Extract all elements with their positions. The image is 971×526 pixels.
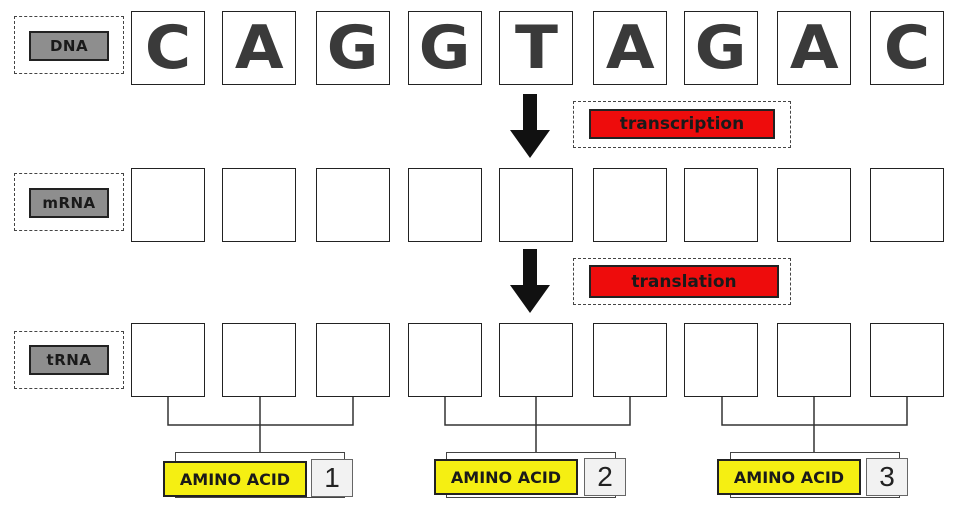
dna-row-label: DNA <box>29 31 109 61</box>
amino-acid-3-number: 3 <box>866 458 908 496</box>
dna-base-box: C <box>131 11 205 85</box>
dna-base-letter: A <box>234 13 284 83</box>
mrna-base-box <box>777 168 851 242</box>
mrna-base-box <box>684 168 758 242</box>
dna-base-letter: G <box>695 13 747 83</box>
down-arrow-icon <box>510 94 550 158</box>
trna-base-box <box>593 323 667 397</box>
mrna-base-box <box>499 168 573 242</box>
trna-base-box <box>870 323 944 397</box>
codon-2-bracket <box>444 397 631 458</box>
trna-base-box <box>499 323 573 397</box>
dna-base-box: G <box>684 11 758 85</box>
dna-label-frame <box>14 16 124 74</box>
amino-acid-3-label: AMINO ACID <box>717 459 861 495</box>
amino-acid-1-number: 1 <box>311 459 353 497</box>
dna-base-letter: A <box>605 13 655 83</box>
trna-base-box <box>131 323 205 397</box>
transcription-label-frame <box>573 101 791 148</box>
dna-base-box: A <box>777 11 851 85</box>
mrna-base-box <box>408 168 482 242</box>
dna-base-box: T <box>499 11 573 85</box>
codon-1-bracket <box>167 397 354 458</box>
amino-acid-2-label: AMINO ACID <box>434 459 578 495</box>
amino-acid-1-label: AMINO ACID <box>163 461 307 497</box>
trna-base-box <box>408 323 482 397</box>
dna-base-box: A <box>222 11 296 85</box>
dna-base-letter: C <box>883 13 931 83</box>
mrna-base-box <box>593 168 667 242</box>
mrna-base-box <box>870 168 944 242</box>
down-arrow-icon <box>510 249 550 313</box>
transcription-label: transcription <box>589 109 775 139</box>
translation-label-frame <box>573 258 791 305</box>
mrna-label-frame <box>14 173 124 231</box>
mrna-base-box <box>131 168 205 242</box>
translation-label: translation <box>589 265 779 298</box>
trna-base-box <box>222 323 296 397</box>
trna-base-box <box>684 323 758 397</box>
dna-base-letter: G <box>419 13 471 83</box>
trna-base-box <box>777 323 851 397</box>
trna-row-label: tRNA <box>29 345 109 375</box>
dna-base-letter: T <box>514 13 558 83</box>
amino-acid-2-number: 2 <box>584 458 626 496</box>
dna-base-letter: C <box>144 13 192 83</box>
dna-base-box: G <box>408 11 482 85</box>
mrna-row-label: mRNA <box>29 188 109 218</box>
trna-base-box <box>316 323 390 397</box>
dna-base-letter: G <box>327 13 379 83</box>
dna-base-box: A <box>593 11 667 85</box>
mrna-base-box <box>222 168 296 242</box>
trna-label-frame <box>14 331 124 389</box>
codon-3-bracket <box>721 397 908 458</box>
dna-base-box: G <box>316 11 390 85</box>
mrna-base-box <box>316 168 390 242</box>
dna-base-box: C <box>870 11 944 85</box>
dna-base-letter: A <box>789 13 839 83</box>
